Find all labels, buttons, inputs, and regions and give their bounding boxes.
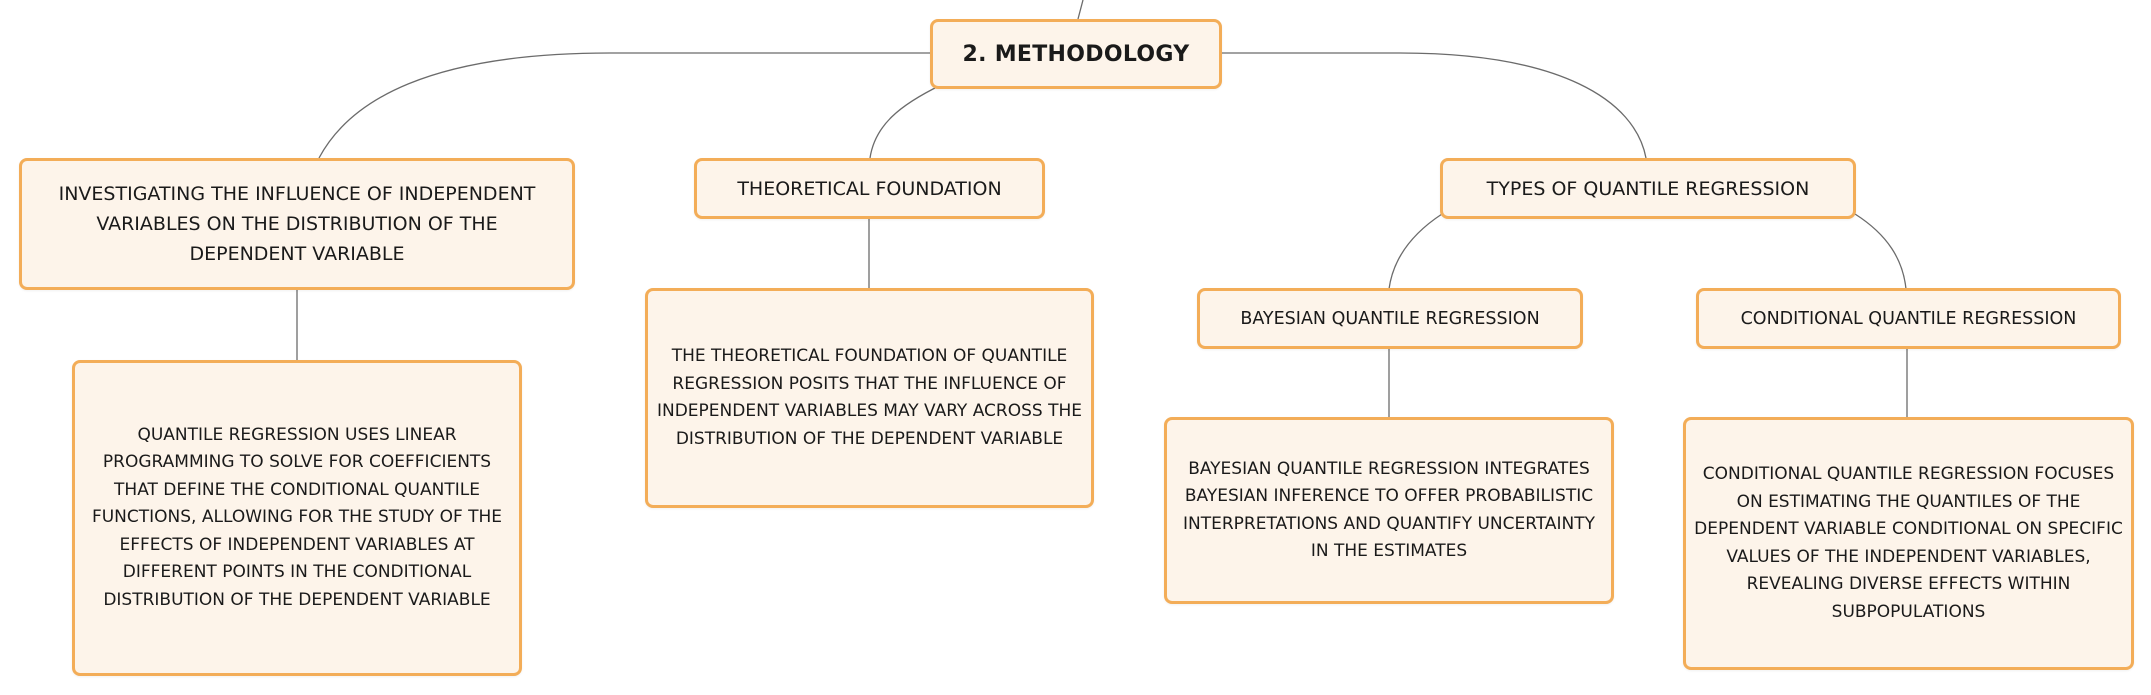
sub-branch-node-bayesian[interactable]: BAYESIAN QUANTILE REGRESSION — [1197, 288, 1583, 349]
detail-node-theoretical-foundation[interactable]: THE THEORETICAL FOUNDATION OF QUANTILE R… — [645, 288, 1094, 508]
sub-branch-node-conditional[interactable]: CONDITIONAL QUANTILE REGRESSION — [1696, 288, 2121, 349]
branch-node-types-of-quantile-regression[interactable]: TYPES OF QUANTILE REGRESSION — [1440, 158, 1856, 219]
branch-node-investigating-influence[interactable]: INVESTIGATING THE INFLUENCE OF INDEPENDE… — [19, 158, 575, 290]
detail-node-linear-programming[interactable]: QUANTILE REGRESSION USES LINEAR PROGRAMM… — [72, 360, 522, 676]
connector-root-to-types — [1222, 52, 1647, 159]
connector-root-incoming — [1077, 0, 1084, 20]
connector-root-to-theoretical — [869, 84, 942, 159]
detail-node-conditional[interactable]: CONDITIONAL QUANTILE REGRESSION FOCUSES … — [1683, 417, 2134, 670]
branch-node-label: TYPES OF QUANTILE REGRESSION — [1486, 177, 1810, 200]
detail-node-bayesian[interactable]: BAYESIAN QUANTILE REGRESSION INTEGRATES … — [1164, 417, 1614, 604]
detail-node-text: CONDITIONAL QUANTILE REGRESSION FOCUSES … — [1694, 464, 2123, 622]
sub-branch-node-label: CONDITIONAL QUANTILE REGRESSION — [1740, 308, 2077, 329]
branch-node-label: THEORETICAL FOUNDATION — [737, 177, 1002, 200]
connector-root-to-investigating — [318, 52, 930, 159]
detail-node-text: THE THEORETICAL FOUNDATION OF QUANTILE R… — [656, 346, 1083, 449]
root-node-label: 2. METHODOLOGY — [962, 41, 1190, 67]
branch-node-theoretical-foundation[interactable]: THEORETICAL FOUNDATION — [694, 158, 1045, 219]
root-node-methodology[interactable]: 2. METHODOLOGY — [930, 19, 1222, 89]
connector-types-to-conditional — [1854, 213, 1907, 290]
connector-types-to-bayesian — [1388, 213, 1443, 290]
detail-node-text: BAYESIAN QUANTILE REGRESSION INTEGRATES … — [1182, 458, 1596, 562]
detail-node-text: QUANTILE REGRESSION USES LINEAR PROGRAMM… — [91, 424, 503, 610]
branch-node-label: INVESTIGATING THE INFLUENCE OF INDEPENDE… — [58, 183, 536, 265]
sub-branch-node-label: BAYESIAN QUANTILE REGRESSION — [1240, 308, 1540, 329]
